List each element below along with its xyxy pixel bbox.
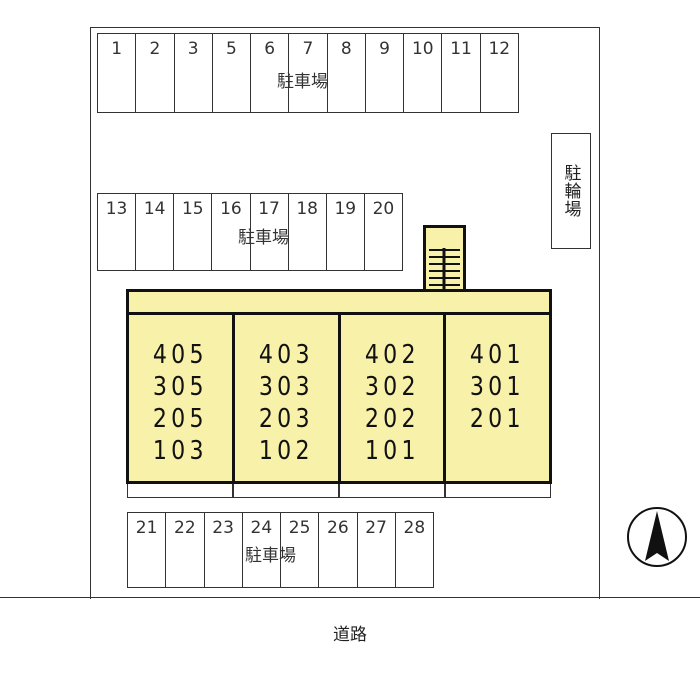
room-number: 201 (470, 404, 526, 434)
balcony (445, 484, 551, 498)
property-boundary (90, 27, 600, 599)
room-number: 203 (258, 404, 314, 434)
room-number: 202 (364, 404, 420, 434)
parking-stall: 23 (205, 513, 243, 587)
parking-label-bottom: 駐車場 (245, 546, 296, 566)
parking-stall: 11 (442, 34, 481, 112)
room-number: 405 (152, 340, 208, 370)
room-number: 301 (470, 372, 526, 402)
parking-stall: 28 (403, 518, 426, 538)
staircase (423, 225, 466, 293)
balcony (127, 484, 233, 498)
parking-stall: 22 (166, 513, 205, 587)
room-number: 302 (364, 372, 420, 402)
room-number: 303 (258, 372, 314, 402)
parking-stall: 26 (319, 513, 358, 587)
parking-label-top: 駐車場 (277, 72, 328, 92)
parking-stall: 3 (175, 34, 213, 112)
parking-stall: 24 (243, 513, 281, 587)
room-number: 102 (258, 436, 314, 466)
room-number: 402 (364, 340, 420, 370)
parking-stall: 13 (98, 194, 137, 270)
parking-stall: 6 (251, 34, 290, 112)
room-number: 103 (152, 436, 208, 466)
balcony (233, 484, 339, 498)
parking-stall: 12 (488, 39, 511, 59)
road-edge (0, 597, 700, 598)
room-number: 401 (470, 340, 526, 370)
parking-stall: 20 (372, 199, 395, 219)
room-number: 205 (152, 404, 208, 434)
balcony (339, 484, 445, 498)
balconies (127, 484, 551, 498)
parking-stall: 17 (251, 194, 289, 270)
road-label: 道路 (333, 625, 367, 645)
parking-stall: 1 (98, 34, 137, 112)
parking-stall: 25 (281, 513, 320, 587)
parking-stall: 19 (327, 194, 365, 270)
parking-stall: 9 (366, 34, 405, 112)
parking-stall: 14 (136, 194, 175, 270)
room-number: 101 (364, 436, 420, 466)
parking-stall: 15 (174, 194, 213, 270)
stairs-icon (429, 248, 460, 293)
parking-stall: 2 (136, 34, 175, 112)
bicycle-parking-label: 駐輪場 (560, 164, 581, 218)
parking-label-middle: 駐車場 (238, 228, 289, 248)
north-arrow-icon (627, 507, 687, 567)
parking-stall: 18 (289, 194, 327, 270)
bicycle-parking: 駐輪場 (551, 133, 591, 249)
parking-stall: 10 (404, 34, 443, 112)
parking-stall: 16 (212, 194, 251, 270)
parking-stall: 7 (289, 34, 328, 112)
parking-stall: 5 (213, 34, 252, 112)
parking-stall: 21 (128, 513, 167, 587)
parking-stall: 8 (328, 34, 366, 112)
room-number: 403 (258, 340, 314, 370)
room-number: 305 (152, 372, 208, 402)
parking-stall: 27 (358, 513, 396, 587)
